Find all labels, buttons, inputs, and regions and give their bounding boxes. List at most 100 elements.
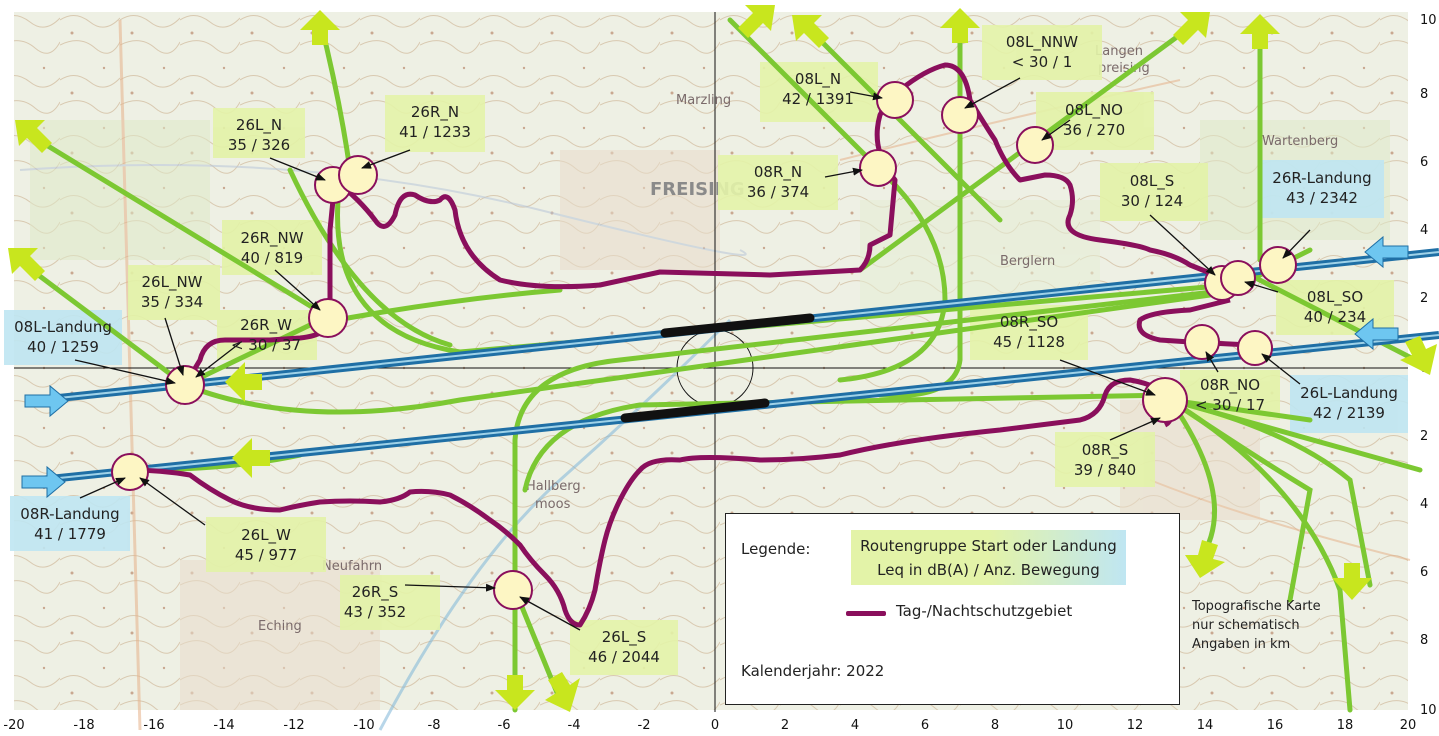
- y-tick-label: 4: [1420, 223, 1428, 238]
- route-line: [727, 17, 948, 383]
- leader-line: [824, 167, 863, 178]
- topo-note: Topografische Karte nur schematisch Anga…: [1192, 597, 1321, 654]
- label-bg-26L_N: [213, 108, 305, 158]
- route-label-name: 08R_S: [1082, 441, 1129, 460]
- route-line: [1167, 397, 1423, 473]
- leader-line: [1244, 280, 1279, 293]
- x-tick-label: -2: [638, 718, 651, 733]
- landing-arrow: [21, 465, 66, 499]
- route-line: [1247, 272, 1428, 368]
- y-tick-label: 2: [1420, 291, 1428, 306]
- marker-08R_NO: [1184, 324, 1220, 360]
- route-label-name: 26L_W: [241, 526, 291, 545]
- label-bg-08L_S: [1100, 163, 1208, 221]
- leader-line: [269, 157, 326, 181]
- place-name: Langen: [1095, 44, 1143, 59]
- direction-arrow: [738, 5, 775, 38]
- label-bg-08L-Landung: [4, 310, 122, 365]
- route-label-value: 40 / 819: [241, 249, 303, 267]
- direction-arrow: [1400, 336, 1437, 375]
- direction-arrow: [1240, 14, 1280, 49]
- marker-26R-Landung: [1259, 246, 1297, 284]
- y-tick-label: 2: [1420, 429, 1428, 444]
- route-label-name: 26R_W: [240, 316, 292, 335]
- route-line: [27, 132, 333, 321]
- label-bg-08R_N: [718, 155, 838, 210]
- y-tick-label: 10: [1420, 703, 1437, 718]
- x-tick-label: 6: [921, 718, 929, 733]
- y-axis-tick-labels: 10 8 6 4 2 0 2 4 6 8 10: [1420, 13, 1437, 718]
- marker-08L_NO: [1016, 126, 1054, 164]
- leader-line: [74, 359, 176, 385]
- protection-zone-line: [129, 62, 1251, 628]
- label-bg-26R-Landung: [1262, 160, 1384, 218]
- label-bg-08L_NO: [1036, 92, 1154, 150]
- route-label-name: 26L_NW: [142, 273, 203, 292]
- label-bg-26R_W: [217, 310, 317, 360]
- route-label-name: 26L-Landung: [1300, 384, 1398, 402]
- x-tick-label: 8: [991, 718, 999, 733]
- marker-26L_NW: [165, 365, 205, 405]
- direction-arrow: [495, 675, 535, 710]
- route-line: [22, 262, 188, 388]
- marker-08L_NNW: [941, 96, 979, 134]
- route-label-value: 39 / 840: [1074, 461, 1136, 479]
- y-tick-label: 6: [1420, 155, 1428, 170]
- x-tick-label: 2: [781, 718, 789, 733]
- route-label-name: 08L-Landung: [14, 318, 112, 336]
- route-line: [797, 17, 1003, 223]
- label-bg-26L_S: [570, 620, 678, 675]
- route-label-value: 40 / 1259: [27, 338, 99, 356]
- route-label-name: 08R_NO: [1200, 376, 1260, 395]
- route-label-value: < 30 / 37: [231, 336, 301, 354]
- direction-arrow: [1332, 563, 1372, 600]
- landing-arrow: [1364, 235, 1409, 269]
- direction-arrow: [15, 120, 52, 153]
- route-line: [335, 177, 1233, 355]
- direction-arrow: [1173, 12, 1210, 45]
- x-tick-label: 12: [1127, 718, 1144, 733]
- direction-arrow: [792, 15, 829, 48]
- label-bg-26R_NW: [222, 220, 322, 275]
- route-label-value: 45 / 1128: [993, 333, 1065, 351]
- marker-08R_N: [859, 149, 897, 187]
- route-label-value: 40 / 234: [1304, 308, 1366, 326]
- label-bg-26R_S: [340, 575, 440, 630]
- x-tick-label: -20: [3, 718, 24, 733]
- place-name: moos: [535, 497, 571, 512]
- place-name: Marzling: [676, 93, 731, 108]
- y-tick-label: 4: [1420, 497, 1428, 512]
- legend: Legende: Routengruppe Start oder Landung…: [725, 513, 1180, 705]
- label-bg-26R_N: [385, 95, 485, 152]
- route-label-value: 35 / 326: [228, 136, 290, 154]
- leader-line: [361, 149, 411, 169]
- y-tick-label: 6: [1420, 565, 1428, 580]
- leader-arrows: [74, 77, 1311, 631]
- route-label-value: < 30 / 17: [1195, 396, 1265, 414]
- route-labels: 26L_N 35 / 326 26R_N 41 / 1233 08L_N 42 …: [14, 33, 1398, 666]
- leader-line: [79, 477, 126, 499]
- x-tick-label: 20: [1400, 718, 1417, 733]
- runway-strip-south: [620, 398, 770, 423]
- route-label-value: 30 / 124: [1121, 192, 1183, 210]
- direction-arrow: [232, 438, 270, 478]
- route-label-name: 08L_NO: [1065, 101, 1123, 120]
- direction-arrow: [8, 248, 45, 281]
- leader-line: [1109, 417, 1161, 441]
- leader-line: [139, 477, 206, 526]
- route-label-name: 26L_N: [236, 116, 282, 135]
- route-label-name: 26R_NW: [240, 229, 303, 248]
- route-label-value: 35 / 334: [141, 293, 203, 311]
- route-label-value: 46 / 2044: [588, 648, 660, 666]
- marker-26L-Landung: [1237, 330, 1273, 366]
- leader-line: [1261, 353, 1301, 385]
- route-line: [1167, 397, 1313, 423]
- legend-route-swatch: Routengruppe Start oder Landung Leq in d…: [851, 530, 1126, 585]
- marker-08R_SO: [1142, 377, 1188, 423]
- landing-arrow: [1354, 317, 1399, 351]
- y-tick-label: 8: [1420, 633, 1428, 648]
- place-name: Wartenberg: [1262, 134, 1338, 149]
- marker-26R_S: [493, 570, 533, 610]
- x-tick-label: -4: [568, 718, 581, 733]
- label-bg-08R-Landung: [10, 496, 130, 551]
